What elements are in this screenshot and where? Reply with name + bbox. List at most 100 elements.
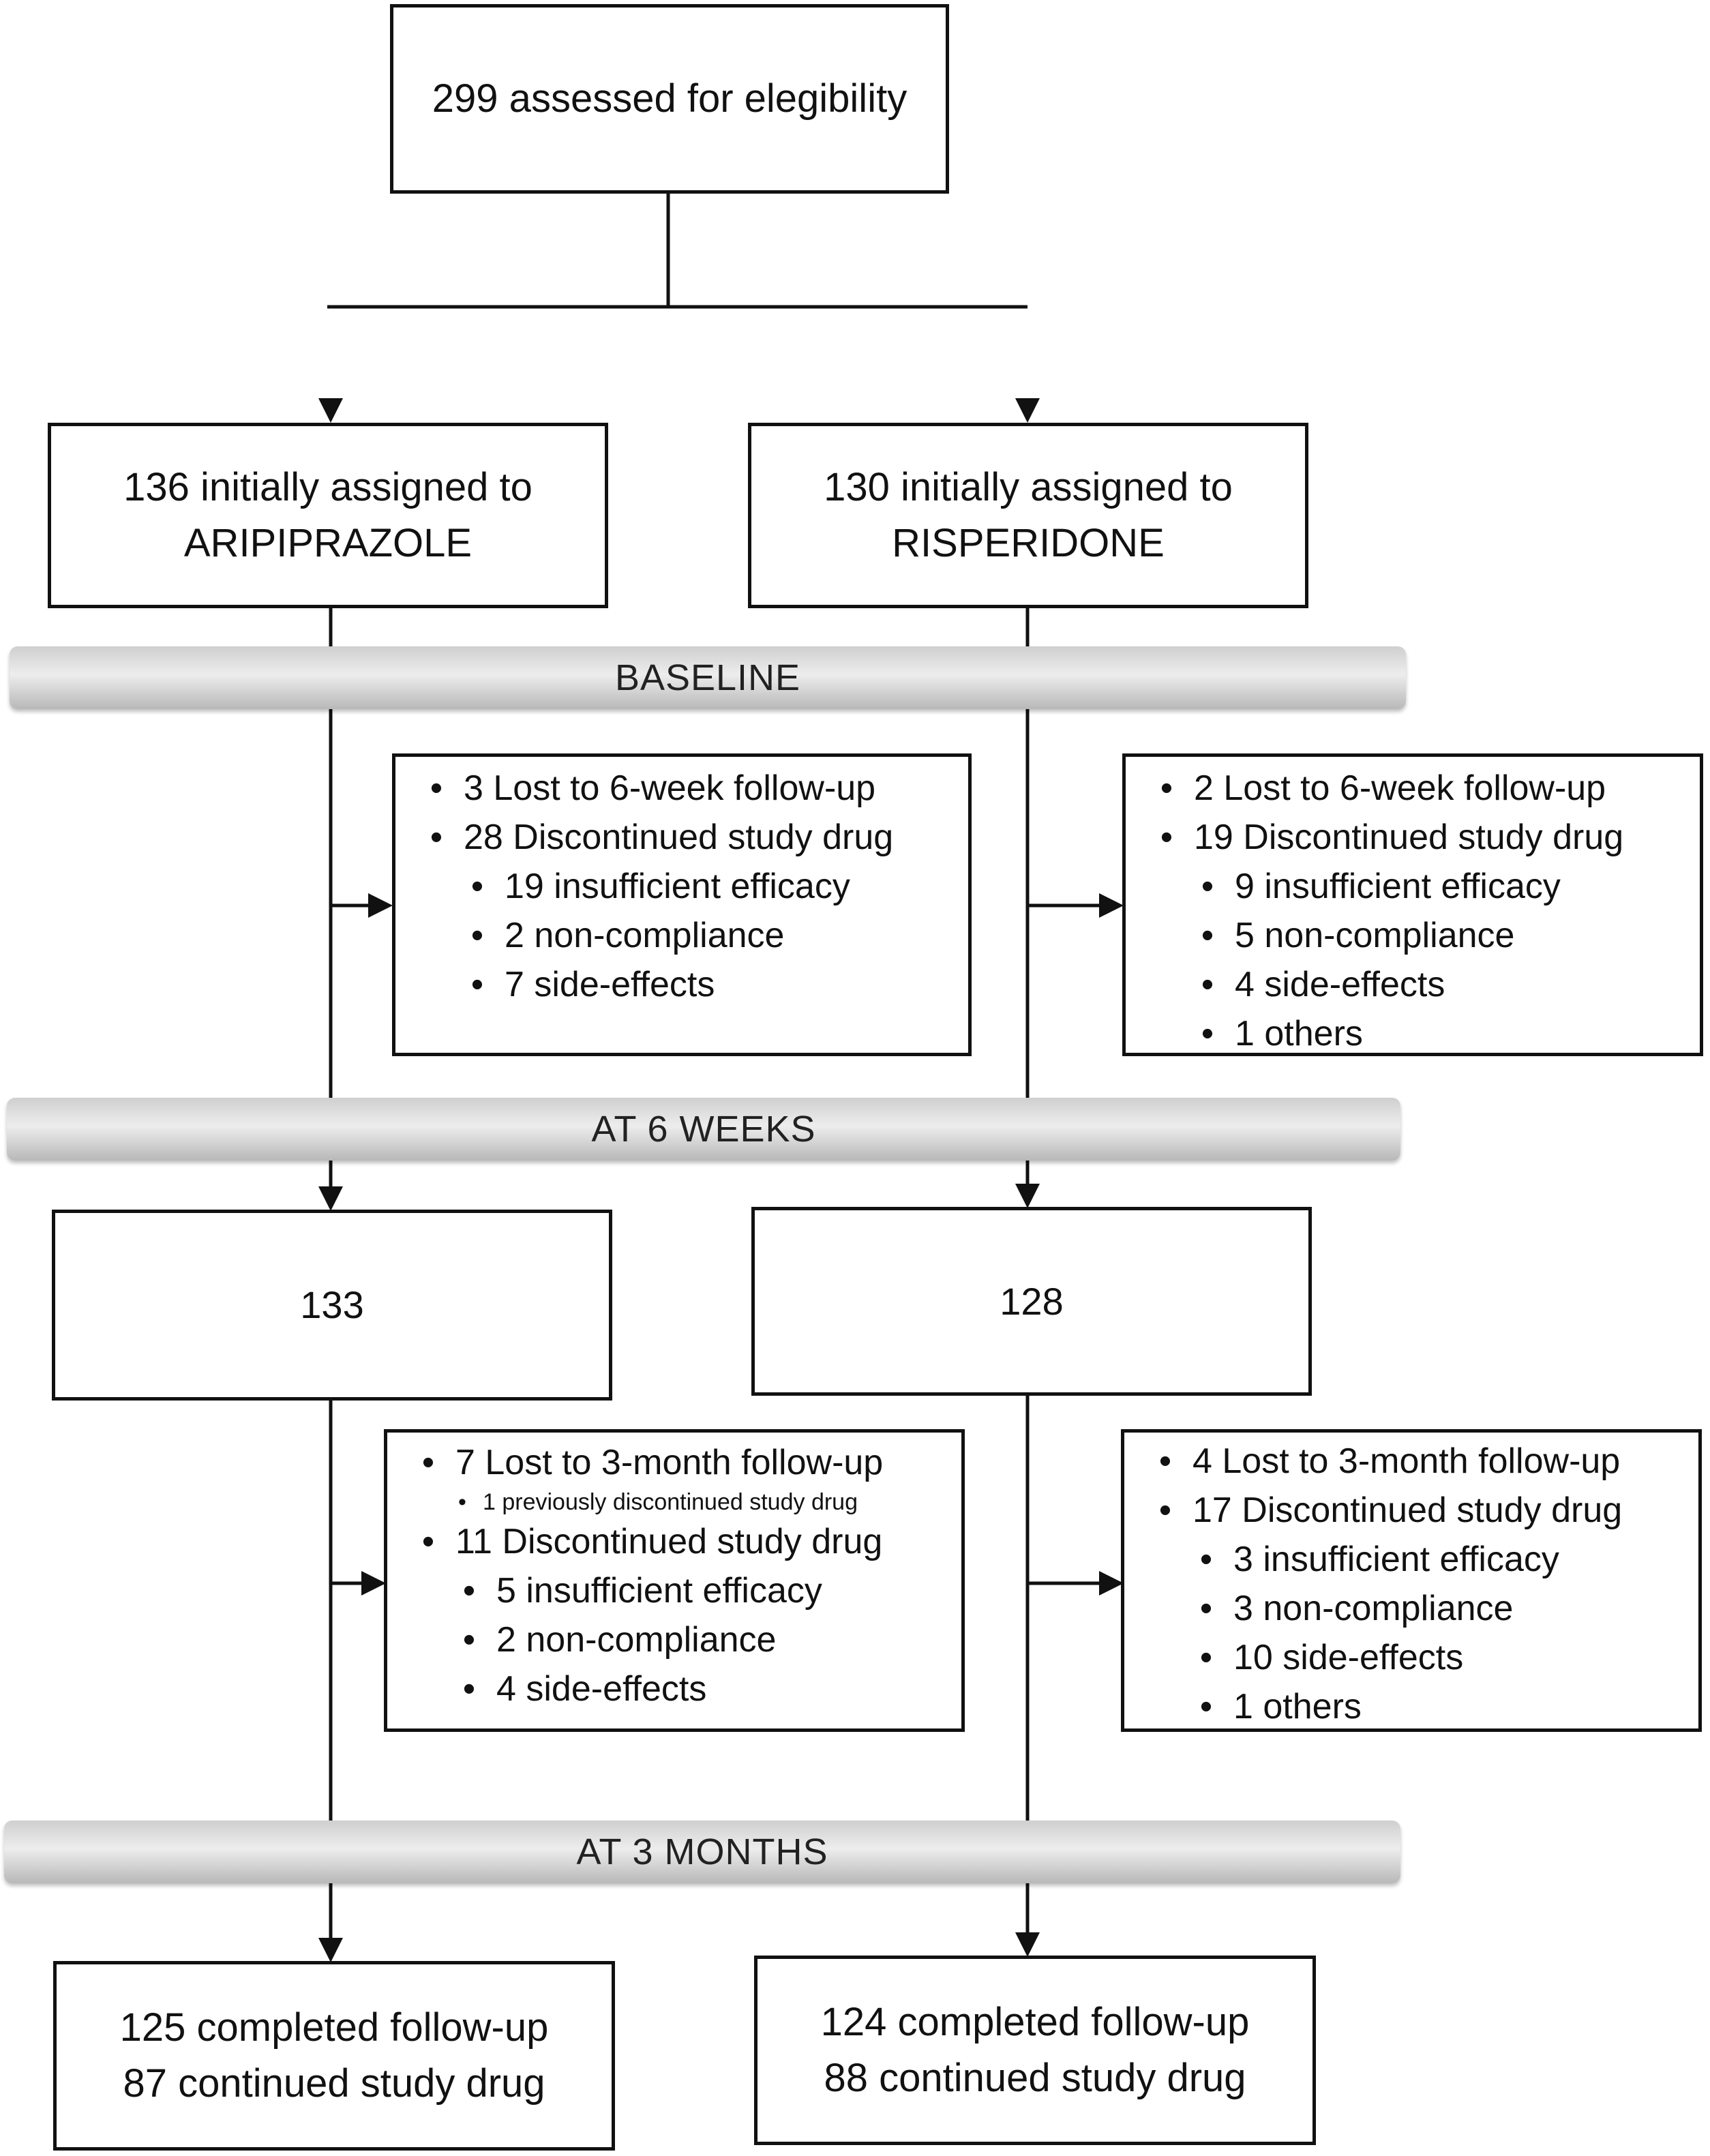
bullet: •: [1160, 768, 1173, 808]
bullet: •: [1201, 867, 1214, 906]
eligibility-box: 299 assessed for elegibility: [390, 4, 949, 194]
list-item-text: 28 Discontinued study drug: [464, 818, 894, 857]
bullet: •: [470, 916, 484, 955]
bullet: •: [1199, 1687, 1213, 1726]
bullet: •: [470, 867, 484, 906]
list-item: • 5 insufficient efficacy: [401, 1566, 948, 1615]
list-item-text: 3 non-compliance: [1233, 1589, 1514, 1628]
aripiprazole-final-line-2: 87 continued study drug: [123, 2061, 545, 2106]
list-item: • 19 insufficient efficacy: [409, 862, 955, 911]
arrowhead-down-right-3: [1015, 1932, 1040, 1957]
risperidone-assigned-line-2: RISPERIDONE: [892, 521, 1165, 565]
bullet: •: [430, 818, 443, 857]
risperidone-final-line-1: 124 completed follow-up: [820, 2000, 1250, 2044]
list-item: • 3 Lost to 6-week follow-up: [409, 764, 955, 813]
phase-band-baseline: BASELINE: [10, 646, 1406, 709]
list-item: • 7 side-effects: [409, 960, 955, 1009]
risperidone-assigned-line-1: 130 initially assigned to: [824, 465, 1233, 509]
aripiprazole-6wk-count: 133: [300, 1283, 364, 1326]
bullet: •: [421, 1443, 435, 1482]
list-item: • 1 others: [1139, 1009, 1686, 1058]
arrowhead-down-left-2: [318, 1186, 343, 1211]
phase-band-6-weeks: AT 6 WEEKS: [7, 1098, 1400, 1161]
list-item-text: 5 insufficient efficacy: [496, 1571, 822, 1611]
list-item-text: 5 non-compliance: [1235, 916, 1515, 955]
list-item-text: 3 Lost to 6-week follow-up: [464, 768, 876, 808]
list-item-text: 3 insufficient efficacy: [1233, 1540, 1559, 1579]
bullet: •: [1201, 965, 1214, 1004]
arrowhead-down-left-1: [318, 398, 343, 423]
list-item-text: 2 non-compliance: [496, 1620, 777, 1660]
list-item: • 17 Discontinued study drug: [1138, 1486, 1685, 1535]
list-item: • 4 side-effects: [401, 1664, 948, 1713]
list-item: • 4 side-effects: [1139, 960, 1686, 1009]
list-item: • 19 Discontinued study drug: [1139, 813, 1686, 862]
bullet: •: [458, 1489, 466, 1515]
list-item-text: 17 Discontinued study drug: [1192, 1491, 1623, 1530]
list-item-text: 1 previously discontinued study drug: [483, 1489, 858, 1515]
risperidone-final-line-2: 88 continued study drug: [824, 2056, 1246, 2100]
list-item: • 3 non-compliance: [1138, 1584, 1685, 1633]
list-item-text: 1 others: [1233, 1687, 1362, 1726]
risperidone-dropout-3mo-box: •4 Lost to 3-month follow-up •17 Discont…: [1121, 1429, 1702, 1732]
list-item-text: 7 side-effects: [505, 965, 715, 1004]
risperidone-6wk-count-box: 128: [751, 1207, 1312, 1396]
risperidone-dropout-6wk-box: • 2 Lost to 6-week follow-up • 19 Disconti…: [1122, 753, 1703, 1056]
list-item: •4 Lost to 3-month follow-up: [1138, 1437, 1685, 1486]
risperidone-6wk-count: 128: [1000, 1279, 1064, 1323]
aripiprazole-6wk-count-box: 133: [52, 1210, 612, 1401]
aripiprazole-dropout-3mo-box: • 7 Lost to 3-month follow-up • 1 previous…: [384, 1429, 965, 1732]
bullet: •: [1160, 818, 1173, 857]
aripiprazole-assigned-line-2: ARIPIPRAZOLE: [183, 521, 472, 565]
list-item: • 9 insufficient efficacy: [1139, 862, 1686, 911]
bullet: •: [462, 1571, 476, 1611]
bullet: •: [421, 1522, 435, 1561]
list-item: • 3 insufficient efficacy: [1138, 1535, 1685, 1584]
aripiprazole-assigned-box: 136 initially assigned to ARIPIPRAZOLE: [48, 423, 608, 608]
bullet: •: [470, 965, 484, 1004]
aripiprazole-final-line-1: 125 completed follow-up: [119, 2005, 549, 2050]
list-item-text: 10 side-effects: [1233, 1638, 1464, 1677]
aripiprazole-final-box: 125 completed follow-up 87 continued stu…: [53, 1961, 615, 2151]
phase-band-3-months: AT 3 MONTHS: [4, 1821, 1400, 1883]
list-item-text: 2 non-compliance: [505, 916, 785, 955]
bullet: •: [462, 1620, 476, 1660]
aripiprazole-dropout-6wk-box: • 3 Lost to 6-week follow-up • 28 Disconti…: [392, 753, 972, 1056]
list-item-text: 4 side-effects: [496, 1669, 707, 1709]
bullet: •: [1199, 1589, 1213, 1628]
bullet: •: [462, 1669, 476, 1709]
bullet: •: [430, 768, 443, 808]
list-item-text: 9 insufficient efficacy: [1235, 867, 1561, 906]
list-item: • 5 non-compliance: [1139, 911, 1686, 960]
bullet: •: [1201, 916, 1214, 955]
arrowhead-right-right-1: [1099, 893, 1124, 918]
arrowhead-right-left-1: [368, 893, 393, 918]
list-item-text: 19 insufficient efficacy: [505, 867, 850, 906]
list-item-text: 4 side-effects: [1235, 965, 1445, 1004]
list-item: • 1 previously discontinued study drug: [401, 1487, 948, 1517]
arrowhead-down-right-1: [1015, 398, 1040, 423]
bullet: •: [1201, 1014, 1214, 1053]
list-item: • 1 others: [1138, 1682, 1685, 1731]
aripiprazole-assigned-line-1: 136 initially assigned to: [123, 465, 532, 509]
list-item: • 2 non-compliance: [409, 911, 955, 960]
bullet: •: [1199, 1638, 1213, 1677]
list-item-text: 1 others: [1235, 1014, 1363, 1053]
arrowhead-down-left-3: [318, 1938, 343, 1962]
bullet: •: [1199, 1540, 1213, 1579]
list-item: • 7 Lost to 3-month follow-up: [401, 1438, 948, 1487]
list-item-text: 7 Lost to 3-month follow-up: [455, 1443, 884, 1482]
list-item-text: 2 Lost to 6-week follow-up: [1194, 768, 1606, 808]
list-item-text: 19 Discontinued study drug: [1194, 818, 1624, 857]
list-item-text: 4 Lost to 3-month follow-up: [1192, 1441, 1621, 1481]
risperidone-final-box: 124 completed follow-up 88 continued stu…: [754, 1956, 1316, 2145]
eligibility-text: 299 assessed for elegibility: [432, 76, 907, 121]
list-item: • 2 Lost to 6-week follow-up: [1139, 764, 1686, 813]
list-item: • 28 Discontinued study drug: [409, 813, 955, 862]
risperidone-assigned-box: 130 initially assigned to RISPERIDONE: [748, 423, 1308, 608]
arrowhead-down-right-2: [1015, 1184, 1040, 1208]
arrowhead-right-right-2: [1099, 1571, 1124, 1596]
arrowhead-right-left-2: [361, 1571, 386, 1596]
bullet: •: [1158, 1491, 1172, 1530]
